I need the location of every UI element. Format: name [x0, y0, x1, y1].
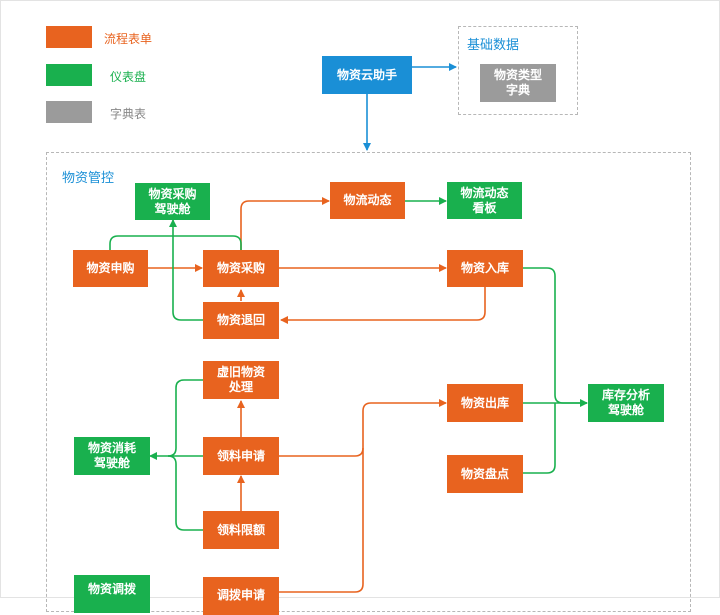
edge-apply-outbound: [279, 399, 447, 457]
consume-cockpit-node[interactable]: 物资消耗 驾驶舱: [74, 437, 150, 475]
inbound-node[interactable]: 物资入库: [447, 250, 523, 287]
edge-return-cockpit: [172, 236, 203, 321]
material-type-dictionary-node[interactable]: 物资类型 字典: [480, 64, 556, 102]
group-basic-data-title: 基础数据: [467, 37, 520, 52]
return-node[interactable]: 物资退回: [203, 302, 279, 339]
transfer-cockpit-node[interactable]: 物资调拨: [74, 575, 150, 613]
purchase-node[interactable]: 物资采购: [203, 250, 279, 287]
legend-label-dictionary: 字典表: [110, 107, 147, 121]
request-node[interactable]: 物资申购: [73, 250, 148, 287]
edge-stocktake-inventory: [523, 403, 556, 474]
assistant-node[interactable]: 物资云助手: [322, 56, 412, 94]
group-basic-data: [458, 26, 578, 115]
legend-label-dashboard: 仪表盘: [110, 70, 147, 84]
legend-swatch-dictionary: [46, 101, 92, 123]
edge-inbound-return: [280, 287, 486, 324]
logistics-board-node[interactable]: 物流动态 看板: [447, 182, 522, 219]
logistics-node[interactable]: 物流动态: [330, 182, 405, 219]
stocktake-node[interactable]: 物资盘点: [447, 455, 523, 493]
limit-node[interactable]: 领料限额: [203, 511, 279, 549]
legend-swatch-dashboard: [46, 64, 92, 86]
edge-transfer-outbound: [279, 448, 364, 593]
edge-purchase-logistics: [240, 197, 330, 250]
transfer-apply-node[interactable]: 调拨申请: [203, 577, 279, 615]
edge-inbound-inventory: [523, 267, 587, 404]
apply-node[interactable]: 领料申请: [203, 437, 279, 475]
connector-layer: [109, 63, 588, 593]
outbound-node[interactable]: 物资出库: [447, 384, 523, 422]
group-material-control-title: 物资管控: [62, 170, 115, 185]
edge-limit-consume: [167, 455, 203, 531]
edge-disposal-consume: [167, 379, 203, 457]
old-disposal-node[interactable]: 虚旧物资 处理: [203, 361, 279, 399]
legend-swatch-form: [46, 26, 92, 48]
edge-request-cockpit: [109, 235, 242, 250]
purchase-cockpit-node[interactable]: 物资采购 驾驶舱: [135, 183, 210, 220]
legend-label-form: 流程表单: [104, 32, 153, 46]
inventory-cockpit-node[interactable]: 库存分析 驾驶舱: [588, 384, 664, 422]
